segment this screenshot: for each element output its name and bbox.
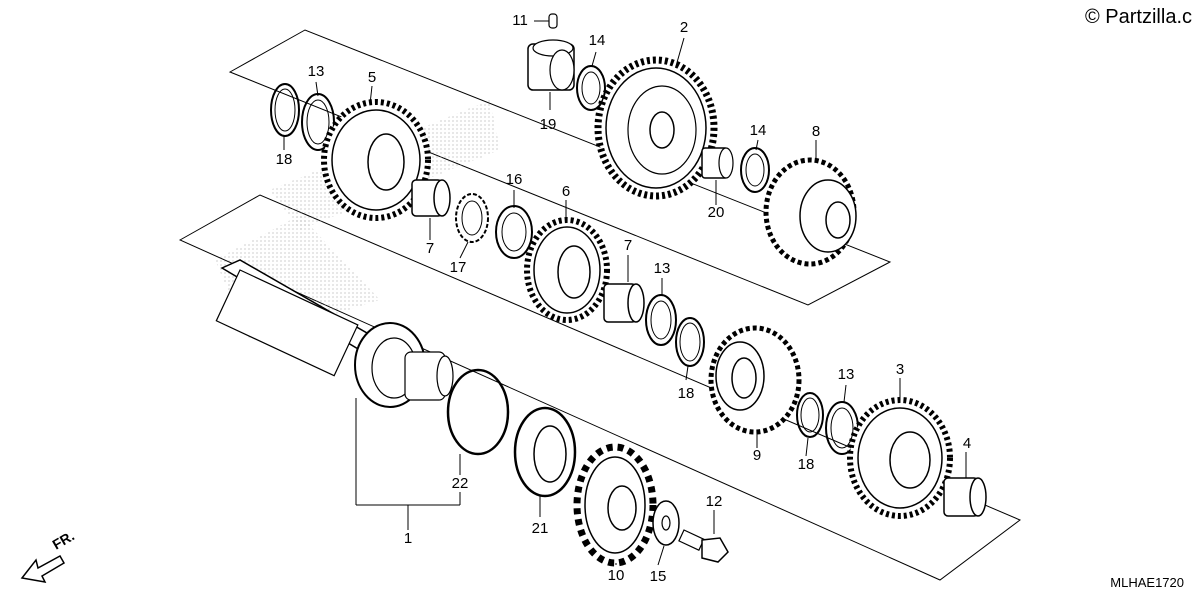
part-10-drive-sprocket (573, 443, 657, 567)
part-13-washer-mid (645, 294, 677, 346)
part-14-washer-upper (576, 65, 606, 111)
part-20-needle-bearing (701, 147, 734, 179)
callout-22: 22 (451, 475, 469, 492)
callout-1: 1 (403, 530, 413, 547)
callout-5: 5 (367, 69, 377, 86)
part-21-oil-seal (513, 406, 577, 498)
part-18-circlip-upper (270, 83, 300, 137)
part-4-bushing (943, 477, 987, 517)
part-5-gear (321, 99, 431, 221)
part-7-bushing-upper (411, 179, 451, 217)
callout-20: 20 (707, 204, 725, 221)
lower-assembly-outline (178, 194, 1021, 581)
callout-4: 4 (962, 435, 972, 452)
callout-14-lower: 14 (749, 122, 767, 139)
callout-2: 2 (679, 19, 689, 36)
leader-lines (283, 20, 967, 566)
part-16-washer (495, 205, 533, 259)
callout-3: 3 (895, 361, 905, 378)
part-1-countershaft (215, 259, 454, 408)
callout-6: 6 (561, 183, 571, 200)
part-18-circlip-mid (675, 317, 705, 367)
callout-7-lower: 7 (623, 237, 633, 254)
part-12-bolt (678, 529, 729, 563)
callout-7-upper: 7 (425, 240, 435, 257)
callout-19: 19 (539, 116, 557, 133)
callout-18-upper: 18 (275, 151, 293, 168)
callout-13-upper: 13 (307, 63, 325, 80)
part-15-washer (652, 500, 680, 546)
callout-10: 10 (607, 567, 625, 584)
callout-8: 8 (811, 123, 821, 140)
watermark: © Partzilla.c (1085, 6, 1192, 28)
part-9-gear (708, 325, 802, 435)
callout-17: 17 (449, 259, 467, 276)
part-19-needle-bearing (527, 39, 575, 91)
callout-18-mid: 18 (677, 385, 695, 402)
part-17-lock-washer (455, 193, 489, 243)
callout-13-mid: 13 (653, 260, 671, 277)
part-2-gear (594, 56, 718, 200)
callout-21: 21 (531, 520, 549, 537)
part-8-gear (763, 157, 857, 267)
part-3-gear (847, 397, 953, 519)
callout-11: 11 (512, 12, 528, 29)
part-11-pin (548, 13, 558, 29)
callout-15: 15 (649, 568, 667, 585)
part-14-washer-lower (740, 147, 770, 193)
part-18-circlip-low (796, 392, 824, 438)
part-7-bushing-lower (603, 283, 645, 323)
diagram-code: MLHAE1720 (1110, 575, 1184, 590)
upper-assembly-outline (228, 29, 892, 306)
callout-9: 9 (752, 447, 762, 464)
callout-16: 16 (505, 171, 523, 188)
callout-18-low: 18 (797, 456, 815, 473)
callout-14-upper: 14 (588, 32, 606, 49)
callout-13-low: 13 (837, 366, 855, 383)
part-6-gear (524, 217, 610, 323)
front-direction-arrow-icon (20, 554, 66, 583)
part-22-o-ring (446, 368, 510, 456)
callout-12: 12 (705, 493, 723, 510)
